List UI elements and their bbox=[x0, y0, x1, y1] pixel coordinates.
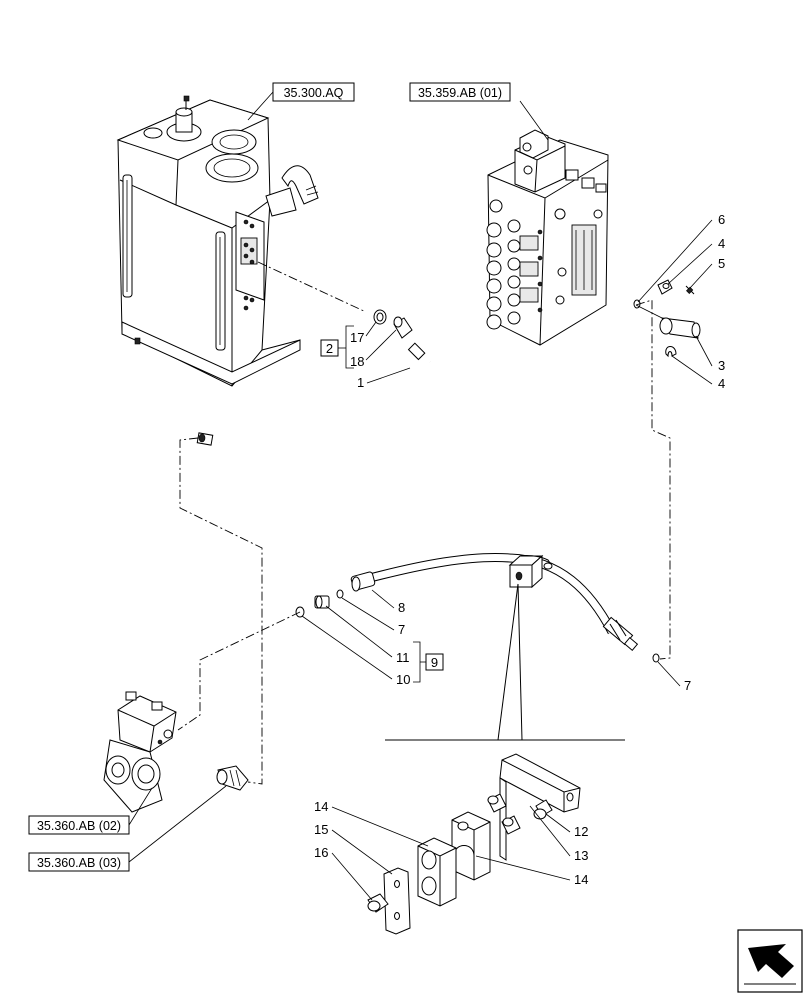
ref-tank[interactable]: 35.300.AQ bbox=[272, 82, 355, 102]
hose-assembly-lower bbox=[295, 553, 660, 663]
callout-3: 3 bbox=[718, 358, 725, 373]
kit-box-9[interactable]: 9 bbox=[425, 653, 444, 671]
hose-assembly-upper bbox=[196, 309, 432, 447]
callout-14-left: 14 bbox=[314, 799, 328, 814]
callout-16: 16 bbox=[314, 845, 328, 860]
connection-lines bbox=[177, 261, 671, 785]
callout-5: 5 bbox=[718, 256, 725, 271]
control-valve-block bbox=[486, 129, 609, 346]
ref-valve[interactable]: 35.359.AB (01) bbox=[409, 82, 511, 102]
valve-spool-caps bbox=[486, 199, 543, 330]
svg-text:35.300.AQ: 35.300.AQ bbox=[284, 86, 344, 100]
callout-7-right: 7 bbox=[684, 678, 691, 693]
hydraulic-tank bbox=[116, 95, 319, 387]
kit-box-2[interactable]: 2 bbox=[320, 339, 339, 357]
callout-7-left: 7 bbox=[398, 622, 405, 637]
callout-4-bottom: 4 bbox=[718, 376, 725, 391]
callout-10: 10 bbox=[396, 672, 410, 687]
callout-labels: 17 18 1 6 4 5 3 4 8 7 11 10 7 12 13 14 1… bbox=[301, 212, 725, 901]
clamp-exploded-detail bbox=[367, 583, 625, 935]
callout-11: 11 bbox=[396, 650, 410, 665]
kit-9-bracket bbox=[413, 641, 421, 683]
o-ring-7 bbox=[336, 589, 344, 599]
svg-text:35.360.AB (02): 35.360.AB (02) bbox=[37, 819, 121, 833]
svg-text:35.360.AB (03): 35.360.AB (03) bbox=[37, 856, 121, 870]
callout-15: 15 bbox=[314, 822, 328, 837]
next-arrow-icon[interactable] bbox=[737, 929, 803, 993]
valve-side-fittings bbox=[633, 279, 701, 358]
hydraulic-pump bbox=[103, 691, 177, 813]
svg-text:35.359.AB (01): 35.359.AB (01) bbox=[418, 86, 502, 100]
callout-1: 1 bbox=[357, 375, 364, 390]
kit-2-bracket bbox=[345, 325, 354, 369]
ref-sensor[interactable]: 35.360.AB (03) bbox=[28, 852, 130, 872]
callout-6: 6 bbox=[718, 212, 725, 227]
callout-8: 8 bbox=[398, 600, 405, 615]
callout-14-right: 14 bbox=[574, 872, 588, 887]
pressure-sensor bbox=[216, 765, 249, 791]
callout-13: 13 bbox=[574, 848, 588, 863]
svg-text:2: 2 bbox=[326, 341, 333, 356]
ref-pump[interactable]: 35.360.AB (02) bbox=[28, 815, 130, 835]
svg-text:9: 9 bbox=[431, 655, 438, 670]
callout-18: 18 bbox=[350, 354, 364, 369]
callout-17: 17 bbox=[350, 330, 364, 345]
callout-12: 12 bbox=[574, 824, 588, 839]
callout-4-top: 4 bbox=[718, 236, 725, 251]
